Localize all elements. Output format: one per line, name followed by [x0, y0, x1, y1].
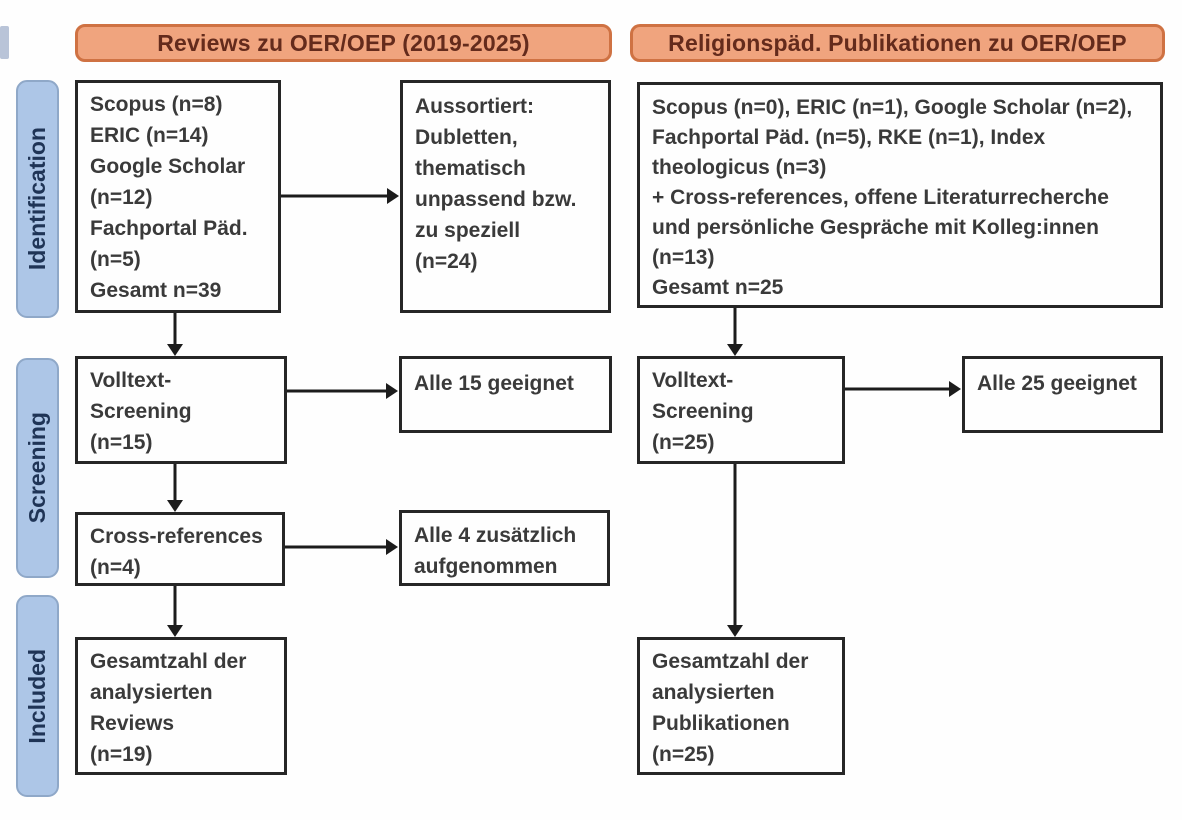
arrow-right-fulltext-to-result	[845, 381, 961, 397]
column-header-religionspaed: Religionspäd. Publikationen zu OER/OEP	[630, 24, 1165, 62]
box-right-fulltext-result: Alle 25 geeignet	[962, 356, 1163, 433]
stage-label: Screening	[24, 412, 50, 524]
stage-label: Identification	[24, 127, 50, 271]
arrow-left-crossref-to-included	[167, 586, 183, 637]
scan-edge-artifact	[0, 26, 9, 59]
arrow-left-fulltext-to-result	[287, 383, 398, 399]
box-left-fulltext-result: Alle 15 geeignet	[399, 356, 612, 433]
stage-label: Included	[24, 648, 50, 744]
stage-tab-screening: Screening	[16, 358, 59, 578]
box-left-fulltext-screening: Volltext- Screening (n=15)	[75, 356, 287, 464]
arrow-left-sources-to-excluded	[281, 188, 399, 204]
box-right-included-total: Gesamtzahl der analysierten Publikatione…	[637, 637, 845, 775]
stage-tab-identification: Identification	[16, 80, 59, 318]
arrow-right-fulltext-to-included	[727, 464, 743, 637]
box-left-crossref-result: Alle 4 zusätzlich aufgenommen	[399, 510, 610, 586]
box-left-included-total: Gesamtzahl der analysierten Reviews (n=1…	[75, 637, 287, 775]
box-left-sources: Scopus (n=8) ERIC (n=14) Google Scholar …	[75, 80, 281, 313]
arrow-left-crossref-to-result	[285, 539, 398, 555]
arrow-left-fulltext-to-crossref	[167, 464, 183, 512]
arrow-right-sources-to-fulltext	[727, 308, 743, 356]
column-header-reviews: Reviews zu OER/OEP (2019-2025)	[75, 24, 612, 62]
box-right-fulltext-screening: Volltext- Screening (n=25)	[637, 356, 845, 464]
box-left-excluded: Aussortiert: Dubletten, thematisch unpas…	[400, 80, 611, 313]
box-right-sources: Scopus (n=0), ERIC (n=1), Google Scholar…	[637, 82, 1163, 308]
stage-tab-included: Included	[16, 595, 59, 797]
arrow-left-sources-to-fulltext	[167, 313, 183, 356]
box-left-crossreferences: Cross-references (n=4)	[75, 512, 285, 586]
